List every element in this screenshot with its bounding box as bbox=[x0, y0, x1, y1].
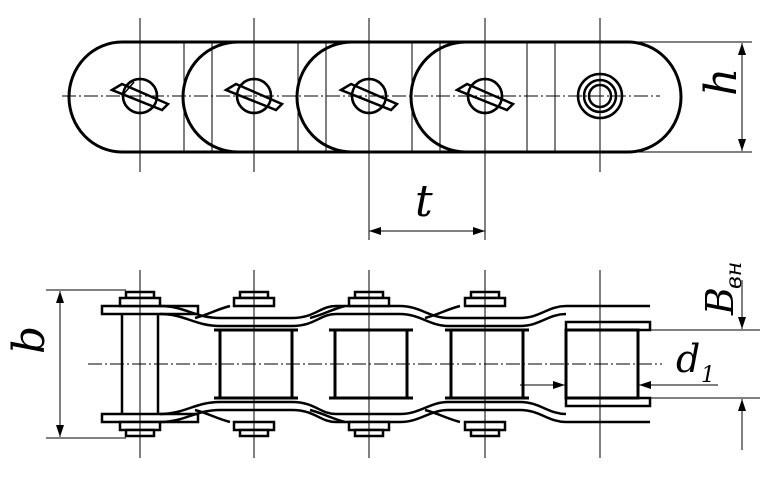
pin-heads-bottom bbox=[118, 420, 507, 438]
label-d: d bbox=[676, 337, 700, 381]
label-d-sub: 1 bbox=[701, 363, 715, 388]
b-dimension bbox=[46, 289, 126, 439]
label-h: h bbox=[696, 68, 747, 96]
roller-edges bbox=[214, 328, 529, 400]
plate-arc-3 bbox=[409, 40, 467, 154]
plate-arc-1 bbox=[181, 40, 239, 154]
plate-lines bbox=[183, 42, 556, 152]
b-inner-dimension bbox=[650, 280, 760, 450]
plate-arc-2 bbox=[295, 40, 353, 154]
top-vertical-axes bbox=[139, 18, 601, 240]
label-B: B bbox=[698, 287, 742, 316]
label-t: t bbox=[415, 176, 433, 227]
pin-heads-top bbox=[118, 290, 507, 308]
label-B-group: B вн bbox=[698, 262, 747, 316]
label-B-sub: вн bbox=[722, 262, 747, 289]
label-b: b bbox=[4, 326, 55, 354]
top-view bbox=[62, 18, 752, 240]
front-vertical-axes bbox=[139, 270, 601, 458]
front-view bbox=[46, 270, 760, 458]
h-dimension bbox=[628, 41, 752, 153]
